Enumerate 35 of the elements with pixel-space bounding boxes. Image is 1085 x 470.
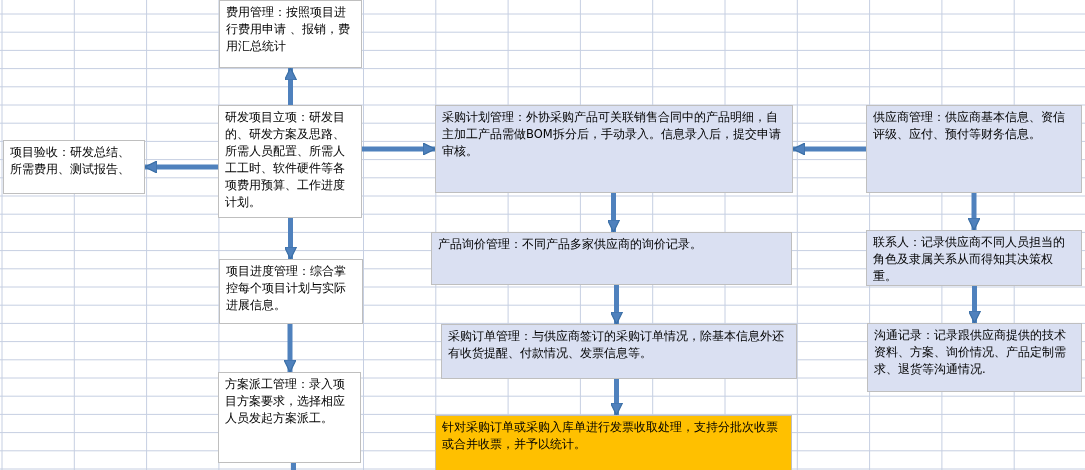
box-text: 供应商管理：供应商基本信息、资信评级、应付、预付等财务信息。 (873, 109, 1066, 143)
box-text: 项目验收：研发总结、所需费用、测试报告、 (10, 144, 131, 178)
arrow (362, 142, 436, 156)
arrow (606, 193, 621, 233)
arrow (609, 379, 624, 416)
process-box (218, 105, 362, 218)
process-box (219, 259, 363, 324)
box-text: 采购计划管理：外协采购产品可关联销售合同中的产品明细，自主加工产品需做BOM拆分后，手动录入。信息录入后，提交申请审核。 (442, 109, 782, 160)
process-box (219, 0, 362, 68)
process-box (431, 232, 792, 285)
arrow (967, 193, 981, 231)
process-box (435, 415, 792, 470)
box-text: 沟通记录：记录跟供应商提供的技术资料、方案、询价情况、产品定制需求、退货等沟通情况. (874, 327, 1067, 378)
arrow (144, 160, 218, 174)
process-box (3, 140, 145, 194)
process-box (866, 230, 1082, 286)
arrow (792, 142, 866, 156)
arrow (283, 324, 297, 373)
box-text: 针对采购订单或采购入库单进行发票收取处理，支持分批次收票或合并收票，并予以统计。 (442, 419, 779, 453)
box-text: 研发项目立项：研发目的、研发方案及思路、所需人员配置、所需人工工时、软件硬件等各项费用预算、工作进度计划。 (225, 109, 346, 211)
arrow (609, 285, 624, 325)
arrow (967, 286, 982, 324)
process-box (867, 323, 1082, 392)
box-text: 联系人：记录供应商不同人员担当的角色及隶属关系从而得知其决策权重。 (873, 234, 1066, 285)
box-text: 产品询价管理：不同产品多家供应商的询价记录。 (438, 236, 703, 253)
box-text: 项目进度管理：综合掌控每个项目计划与实际进展信息。 (226, 263, 347, 314)
process-box (441, 324, 797, 379)
arrow (283, 218, 298, 260)
box-text: 方案派工管理：录入项目方案要求，选择相应人员发起方案派工。 (225, 376, 346, 427)
process-box (218, 372, 361, 463)
box-text: 费用管理：按照项目进行费用申请 、报销，费用汇总统计 (226, 4, 351, 55)
arrow (283, 67, 298, 105)
process-box (435, 105, 793, 193)
process-box (866, 105, 1082, 193)
box-text: 采购订单管理：与供应商签订的采购订单情况，除基本信息外还有收货提醒、付款情况、发票信息等。 (448, 328, 785, 362)
